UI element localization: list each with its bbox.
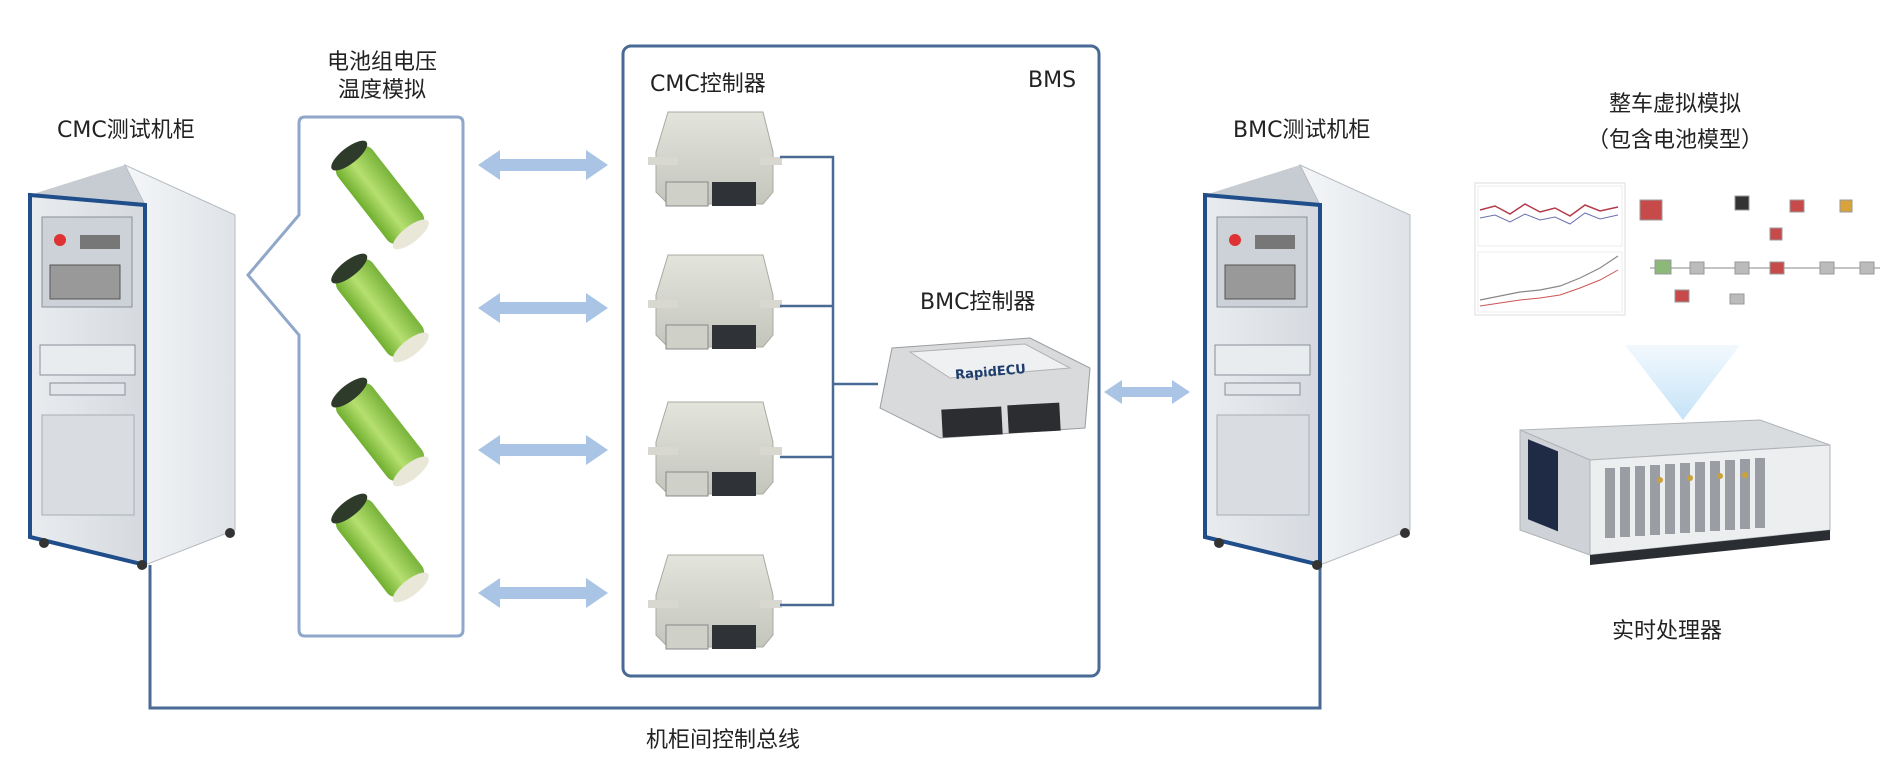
bus-line (148, 565, 1322, 710)
simulation-plot-thumbnail (1474, 182, 1626, 316)
battery-cell-3 (331, 377, 429, 487)
battery-cell-1 (331, 140, 429, 250)
bmc-controller-label: BMC控制器 (920, 290, 1036, 315)
cmc-ecu-1 (648, 111, 782, 207)
bmc-ecu (879, 337, 1091, 439)
double-arrow-bmc (1104, 380, 1190, 404)
ecu-brand-text: RapidECU (955, 362, 1027, 383)
simulation-model-thumbnail (1639, 195, 1880, 305)
battery-sim-label-line1: 电池组电压 (326, 50, 437, 75)
cmc-test-cabinet (28, 163, 236, 570)
realtime-processor-label: 实时处理器 (1612, 619, 1723, 644)
vehicle-sim-label-line1: 整车虚拟模拟 (1608, 92, 1741, 117)
cmc-ecu-4 (648, 554, 782, 650)
cmc-ecu-3 (648, 401, 782, 497)
bms-label: BMS (1028, 68, 1077, 93)
bus-label: 机柜间控制总线 (646, 728, 801, 753)
double-arrow-3 (478, 435, 608, 465)
cmc-cabinet-label: CMC测试机柜 (57, 118, 195, 143)
bms-frame (621, 44, 1101, 678)
double-arrow-2 (478, 293, 608, 323)
double-arrow-4 (478, 578, 608, 608)
battery-sim-label-line2: 温度模拟 (337, 78, 426, 103)
realtime-processor-chassis (1519, 419, 1831, 565)
cmc-ecu-2 (648, 254, 782, 350)
bmc-cabinet-label: BMC测试机柜 (1233, 118, 1371, 143)
beam-down (1625, 345, 1740, 420)
vehicle-sim-label-line2: （包含电池模型） (1586, 128, 1763, 153)
battery-cell-2 (331, 253, 429, 363)
battery-cell-4 (331, 493, 429, 603)
battery-callout-frame (246, 115, 465, 638)
double-arrow-1 (478, 150, 608, 180)
cmc-controller-label: CMC控制器 (650, 72, 766, 97)
bmc-test-cabinet (1203, 163, 1411, 570)
cmc-bmc-connector (780, 155, 878, 607)
